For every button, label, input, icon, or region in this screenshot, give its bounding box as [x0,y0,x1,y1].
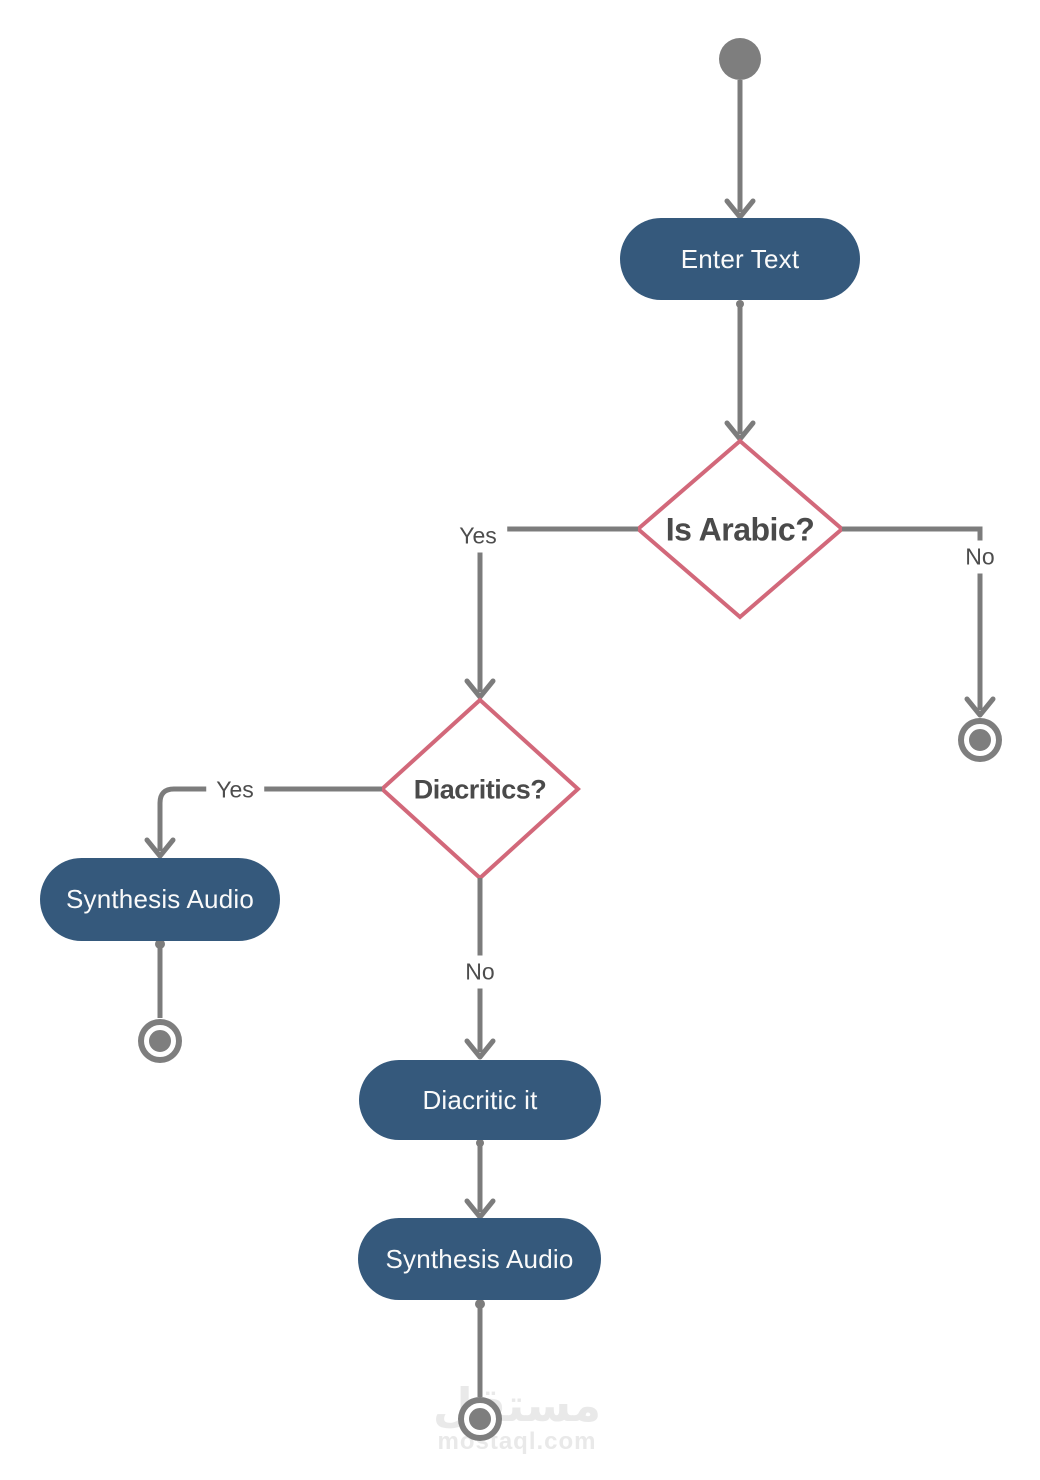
edge-label-diacritics-no: No [455,955,505,989]
connection-dot [155,939,165,949]
edge-is-arabic-yes [477,526,638,692]
activity-enter-text-label: Enter Text [680,243,800,274]
edge-is-arabic-no [842,526,983,710]
arrowhead-down-icon [724,198,756,220]
activity-synthesis-audio-left: Synthesis Audio [40,858,280,941]
connection-dot [475,1299,485,1309]
connection-dot [476,1139,484,1147]
activity-synthesis-audio-left-label: Synthesis Audio [65,884,254,914]
arrowhead-down-icon [464,1038,496,1060]
edge-label-diacritics-yes: Yes [206,773,264,807]
end-node-bottom [458,1397,502,1441]
activity-diacritic-it: Diacritic it [359,1060,601,1140]
decision-is-arabic [634,438,846,620]
arrowhead-down-icon [464,1198,496,1220]
end-node-right [958,718,1002,762]
edge-diacritics-yes [157,786,382,851]
arrowhead-down-icon [144,837,176,859]
decision-diacritics-label: Diacritics? [413,774,547,805]
activity-enter-text: Enter Text [620,218,860,300]
activity-diacritic-it-label: Diacritic it [422,1084,538,1115]
connection-dot [736,300,744,308]
edge-label-is-arabic-no: No [955,540,1005,574]
edge-label-is-arabic-yes: Yes [449,519,507,553]
start-node [719,38,761,80]
activity-synthesis-audio-bottom: Synthesis Audio [358,1218,601,1300]
end-node-left [138,1019,182,1063]
arrowhead-down-icon [464,678,496,700]
arrowhead-down-icon [964,696,996,718]
decision-is-arabic-label: Is Arabic? [665,511,815,548]
activity-synthesis-audio-bottom-label: Synthesis Audio [385,1243,574,1274]
